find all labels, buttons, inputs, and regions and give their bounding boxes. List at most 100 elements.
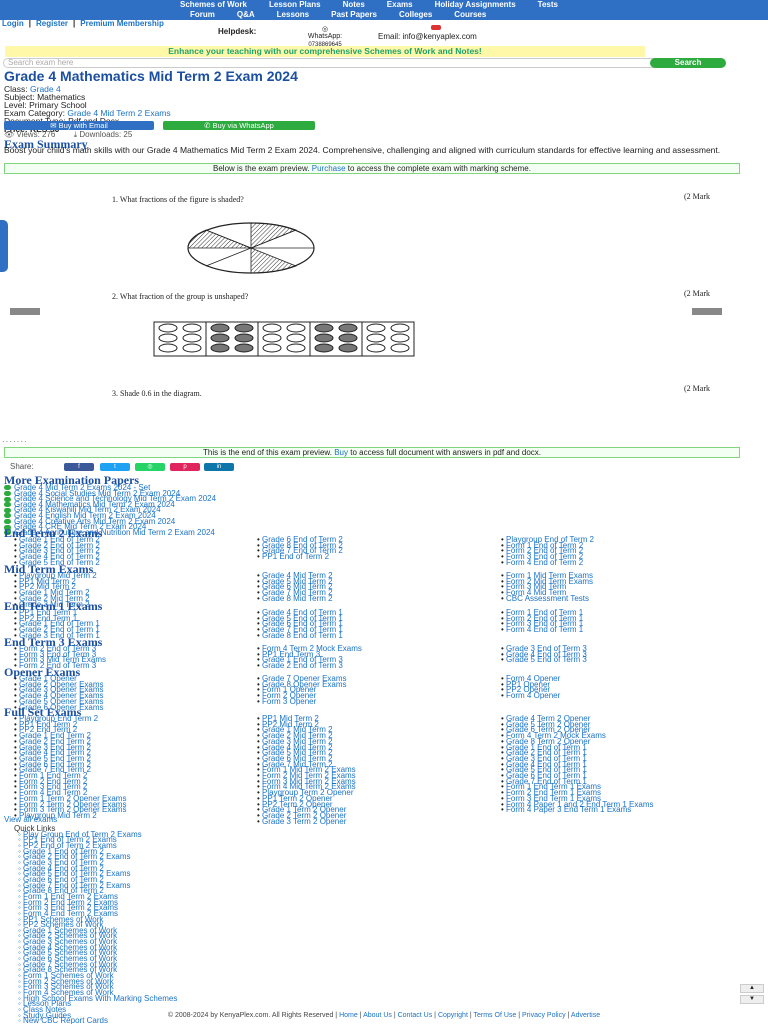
exam-link[interactable]: Form 1 End of Term 1 (501, 609, 741, 617)
exam-link[interactable]: Grade 2 End of Term 1 (501, 749, 741, 757)
buy-link[interactable]: Buy (334, 448, 348, 457)
exam-link[interactable]: Form 3 Mid Term Exams (14, 656, 254, 664)
exam-link[interactable]: Grade 6 End of Term 1 (501, 772, 741, 780)
facebook-share-icon[interactable]: f (64, 463, 94, 471)
exam-link[interactable]: Grade 7 Mid Term 2 (257, 760, 497, 768)
quick-link[interactable]: ◦ Grade 8 End of Term 2 (18, 886, 104, 896)
exam-link[interactable]: Grade 7 End of Term 1 (257, 626, 497, 634)
exam-link[interactable]: Form 1 End Term 2 (14, 772, 254, 780)
exam-link[interactable]: Grade 8 Term 2 Opener (501, 738, 741, 746)
exam-link[interactable]: PP1 Term 2 Opener (257, 795, 497, 803)
exam-link[interactable]: Grade 3 End of Term 1 (501, 755, 741, 763)
more-papers-link[interactable]: Grade 4 Creative Arts Mid Term 2 Exam 20… (14, 516, 176, 526)
promo-banner[interactable]: Enhance your teaching with our comprehen… (5, 46, 645, 57)
quick-link[interactable]: ◦ Study Guides (18, 1010, 72, 1020)
exam-link[interactable]: Grade 7 End of Term 2 (257, 547, 497, 555)
exam-link[interactable]: Form 3 End Term 2 (14, 783, 254, 791)
footer-link-about-us[interactable]: About Us (363, 1012, 392, 1019)
exam-link[interactable]: Form 3 End of Term 2 (501, 553, 741, 561)
exam-link[interactable]: Grade 2 Opener Exams (14, 680, 254, 688)
nav-item-exams[interactable]: Exams (386, 0, 413, 9)
nav-item-schemes-of-work[interactable]: Schemes of Work (180, 0, 247, 9)
quick-link[interactable]: ◦ Grade 2 End of Term 2 Exams (18, 852, 131, 862)
exam-link[interactable]: Grade 4 End of Term 2 (14, 553, 254, 561)
exam-link[interactable]: Grade 1 End of Term 1 (501, 743, 741, 751)
quick-link[interactable]: ◦ Grade 4 Schemes of Work (18, 942, 118, 952)
more-papers-item[interactable]: Grade 4 Kiswahili Mid Term 2 Exam 2024 (4, 506, 216, 514)
more-papers-item[interactable]: Grade 4 Social Studies Mid Term 2 Exam 2… (4, 488, 216, 498)
scroll-down-icon[interactable]: ▼ (740, 995, 764, 1004)
exam-link[interactable]: Grade 1 End Term 2 (14, 732, 254, 740)
exam-link[interactable]: Grade 2 End Term 2 (14, 738, 254, 746)
exam-link[interactable]: Grade 4 End of Term 1 (257, 609, 497, 617)
exam-link[interactable]: Grade 6 Term 2 Opener (501, 726, 741, 734)
exam-link[interactable]: Grade 7 End Term 2 (14, 766, 254, 774)
exam-link[interactable]: Grade 2 End of Term 2 (14, 541, 254, 549)
exam-link[interactable]: Grade 6 End of Term 1 (257, 620, 497, 628)
exam-link[interactable]: Grade 1 End of Term 2 (14, 536, 254, 544)
exam-link[interactable]: Form 3 Opener (257, 698, 497, 706)
exam-link[interactable]: Grade 2 End of Term 1 (14, 626, 254, 634)
more-papers-item[interactable]: Grade 4 Creative Arts Mid Term 2 Exam 20… (4, 516, 216, 526)
nav-item-lessons[interactable]: Lessons (276, 10, 310, 19)
exam-link[interactable]: Form 1 End of Term 2 (501, 541, 741, 549)
exam-link[interactable]: Grade 5 End of Term 1 (501, 766, 741, 774)
exam-link[interactable]: Grade 3 End Term 2 (14, 743, 254, 751)
footer-link-contact-us[interactable]: Contact Us (397, 1012, 433, 1019)
quick-link[interactable]: ◦ PP2 End of Term 2 Exams (18, 840, 117, 850)
search-button[interactable]: Search (650, 58, 726, 68)
exam-link[interactable]: Grade 1 Term 2 Opener (257, 806, 497, 814)
exam-link[interactable]: Grade 5 End of Term 2 (14, 559, 254, 567)
more-papers-link[interactable]: Grade 4 Social Studies Mid Term 2 Exam 2… (14, 488, 181, 498)
exam-link[interactable]: Grade 4 End Term 2 (14, 749, 254, 757)
exam-link[interactable]: Grade 4 Mid Term 2 (257, 743, 497, 751)
exam-link[interactable]: Grade 1 End of Term 3 (257, 656, 497, 664)
exam-link[interactable]: Form 2 End of Term 3 (14, 645, 254, 653)
linkedin-share-icon[interactable]: in (204, 463, 234, 471)
exam-link[interactable]: Grade 5 End Term 2 (14, 755, 254, 763)
quick-link[interactable]: ◦ Form 2 Schemes of Work (18, 976, 114, 986)
more-papers-link[interactable]: Grade 4 English Mid Term 2 Exam 2024 (14, 510, 156, 520)
exam-link[interactable]: Playgroup End of Term 2 (501, 536, 741, 544)
exam-link[interactable]: Grade 4 Term 2 Opener (501, 715, 741, 723)
quick-link[interactable]: ◦ Grade 8 Schemes of Work (18, 965, 118, 975)
more-papers-link[interactable]: Grade 4 Agriculture and Nutrition Mid Te… (14, 527, 215, 537)
exam-link[interactable]: Grade 3 End of Term 3 (501, 645, 741, 653)
buy-via-whatsapp-button[interactable]: ✆ Buy via WhatsApp (163, 121, 315, 130)
exam-link[interactable]: Form 2 Opener (257, 692, 497, 700)
quick-link[interactable]: ◦ Grade 4 End of Term 2 (18, 863, 104, 873)
exam-link[interactable]: Form 3 End Term 1 Exams (501, 795, 741, 803)
exam-link[interactable]: Grade 3 Opener Exams (14, 686, 254, 694)
exam-link[interactable]: Grade 5 End of Term 1 (257, 614, 497, 622)
nav-item-q-a[interactable]: Q&A (236, 10, 255, 19)
nav-item-holiday-assignments[interactable]: Holiday Assignments (434, 0, 516, 9)
exam-link[interactable]: Grade 8 End of Term 1 (257, 632, 497, 640)
quick-link[interactable]: ◦ Form 1 Schemes of Work (18, 971, 114, 981)
quick-link[interactable]: ◦ Grade 7 Schemes of Work (18, 959, 118, 969)
quick-link[interactable]: ◦ Class Notes (18, 1005, 67, 1014)
exam-link[interactable]: Grade 2 End of Term 3 (257, 662, 497, 670)
quick-link[interactable]: ◦ PP2 Schemes of Work (18, 920, 104, 930)
more-papers-link[interactable]: Grade 4 Mid Term 2 Exams 2024 - Set (14, 483, 151, 492)
exam-link[interactable]: Form 2 End of Term 3 (14, 662, 254, 670)
quick-link[interactable]: ◦ High School Exams With Marking Schemes (18, 993, 178, 1003)
quick-link[interactable]: ◦ Form 1 End Term 2 Exams (18, 891, 119, 901)
exam-link[interactable]: Form 4 Opener (501, 692, 741, 700)
exam-link[interactable]: PP2 Mid Term 2 (14, 583, 254, 591)
exam-link[interactable]: Form 3 End of Term 1 (501, 620, 741, 628)
exam-link[interactable]: Grade 1 Opener (14, 675, 254, 683)
exam-link[interactable]: Form 1 Term 2 Opener Exams (14, 795, 254, 803)
exam-link[interactable]: Grade 5 Mid Term 2 (257, 577, 497, 585)
exam-link[interactable]: CBC Assessment Tests (501, 595, 741, 603)
exam-link[interactable]: Grade 1 End of Term 1 (14, 620, 254, 628)
quick-link[interactable]: ◦ Lesson Plans (18, 999, 72, 1009)
category-value[interactable]: Grade 4 Mid Term 2 Exams (67, 108, 171, 118)
exam-link[interactable]: Form 4 Mid Term (501, 589, 741, 597)
quick-link[interactable]: ◦ Form 4 Schemes of Work (18, 988, 114, 998)
exam-link[interactable]: Form 4 End Term 2 (14, 789, 254, 797)
exam-link[interactable]: Form 2 End of Term 1 (501, 614, 741, 622)
more-papers-link[interactable]: Grade 4 Mathematics Mid Term 2 Exam 2024 (14, 499, 175, 509)
purchase-link[interactable]: Purchase (311, 164, 346, 173)
quick-link[interactable]: ◦ Form 3 Schemes of Work (18, 982, 114, 992)
exam-link[interactable]: PP1 Mid Term 2 (14, 577, 254, 585)
